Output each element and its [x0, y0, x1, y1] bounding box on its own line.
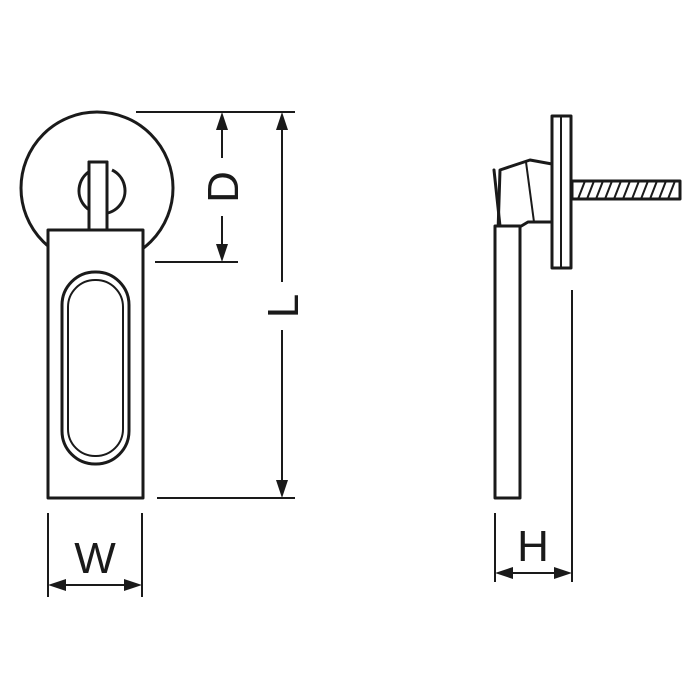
screw-thread-hatching [577, 180, 676, 200]
dimension-w-label: W [74, 534, 116, 583]
thread-hatch-line [649, 180, 658, 200]
thread-hatch-line [622, 180, 631, 200]
handle-plate [46, 228, 145, 500]
thread-hatch-line [640, 180, 649, 200]
extension-lines [47, 111, 573, 597]
side-pivot-bracket-edge [525, 161, 535, 223]
dimension-d-label: D [199, 171, 248, 203]
dimension-h: H [495, 522, 572, 579]
pivot-slot [87, 160, 109, 234]
dimension-d: D [199, 112, 248, 262]
dimension-l: L [259, 112, 308, 498]
side-handle-bar [493, 224, 522, 500]
side-handle-top-edge [492, 168, 502, 228]
thread-hatch-line [604, 180, 613, 200]
side-pivot-bracket [496, 158, 554, 236]
thread-hatch-line [613, 180, 622, 200]
oval-recess [60, 270, 131, 466]
dimension-l-label: L [259, 294, 308, 318]
thread-hatch-line [667, 180, 676, 200]
dimension-h-label: H [517, 522, 549, 571]
dimension-w: W [48, 534, 142, 591]
oval-recess-inner [67, 279, 124, 457]
thread-hatch-line [595, 180, 604, 200]
thread-hatch-line [658, 180, 667, 200]
thread-hatch-line [586, 180, 595, 200]
front-view [19, 110, 175, 500]
thread-hatch-line [577, 180, 586, 200]
thread-hatch-line [631, 180, 640, 200]
side-view [492, 114, 682, 500]
